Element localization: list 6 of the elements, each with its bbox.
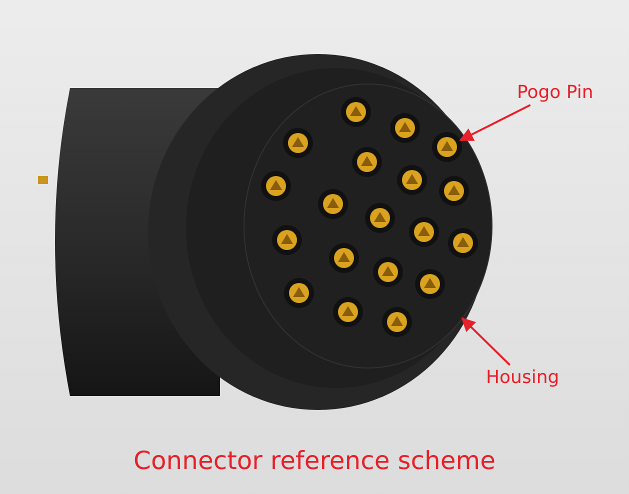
arrow — [459, 104, 531, 142]
callout-label: Housing — [486, 367, 560, 388]
pogo-pin — [432, 132, 462, 162]
callout-label: Pogo Pin — [517, 82, 594, 103]
caption: Connector reference scheme — [132, 446, 496, 475]
arrow — [461, 317, 511, 366]
